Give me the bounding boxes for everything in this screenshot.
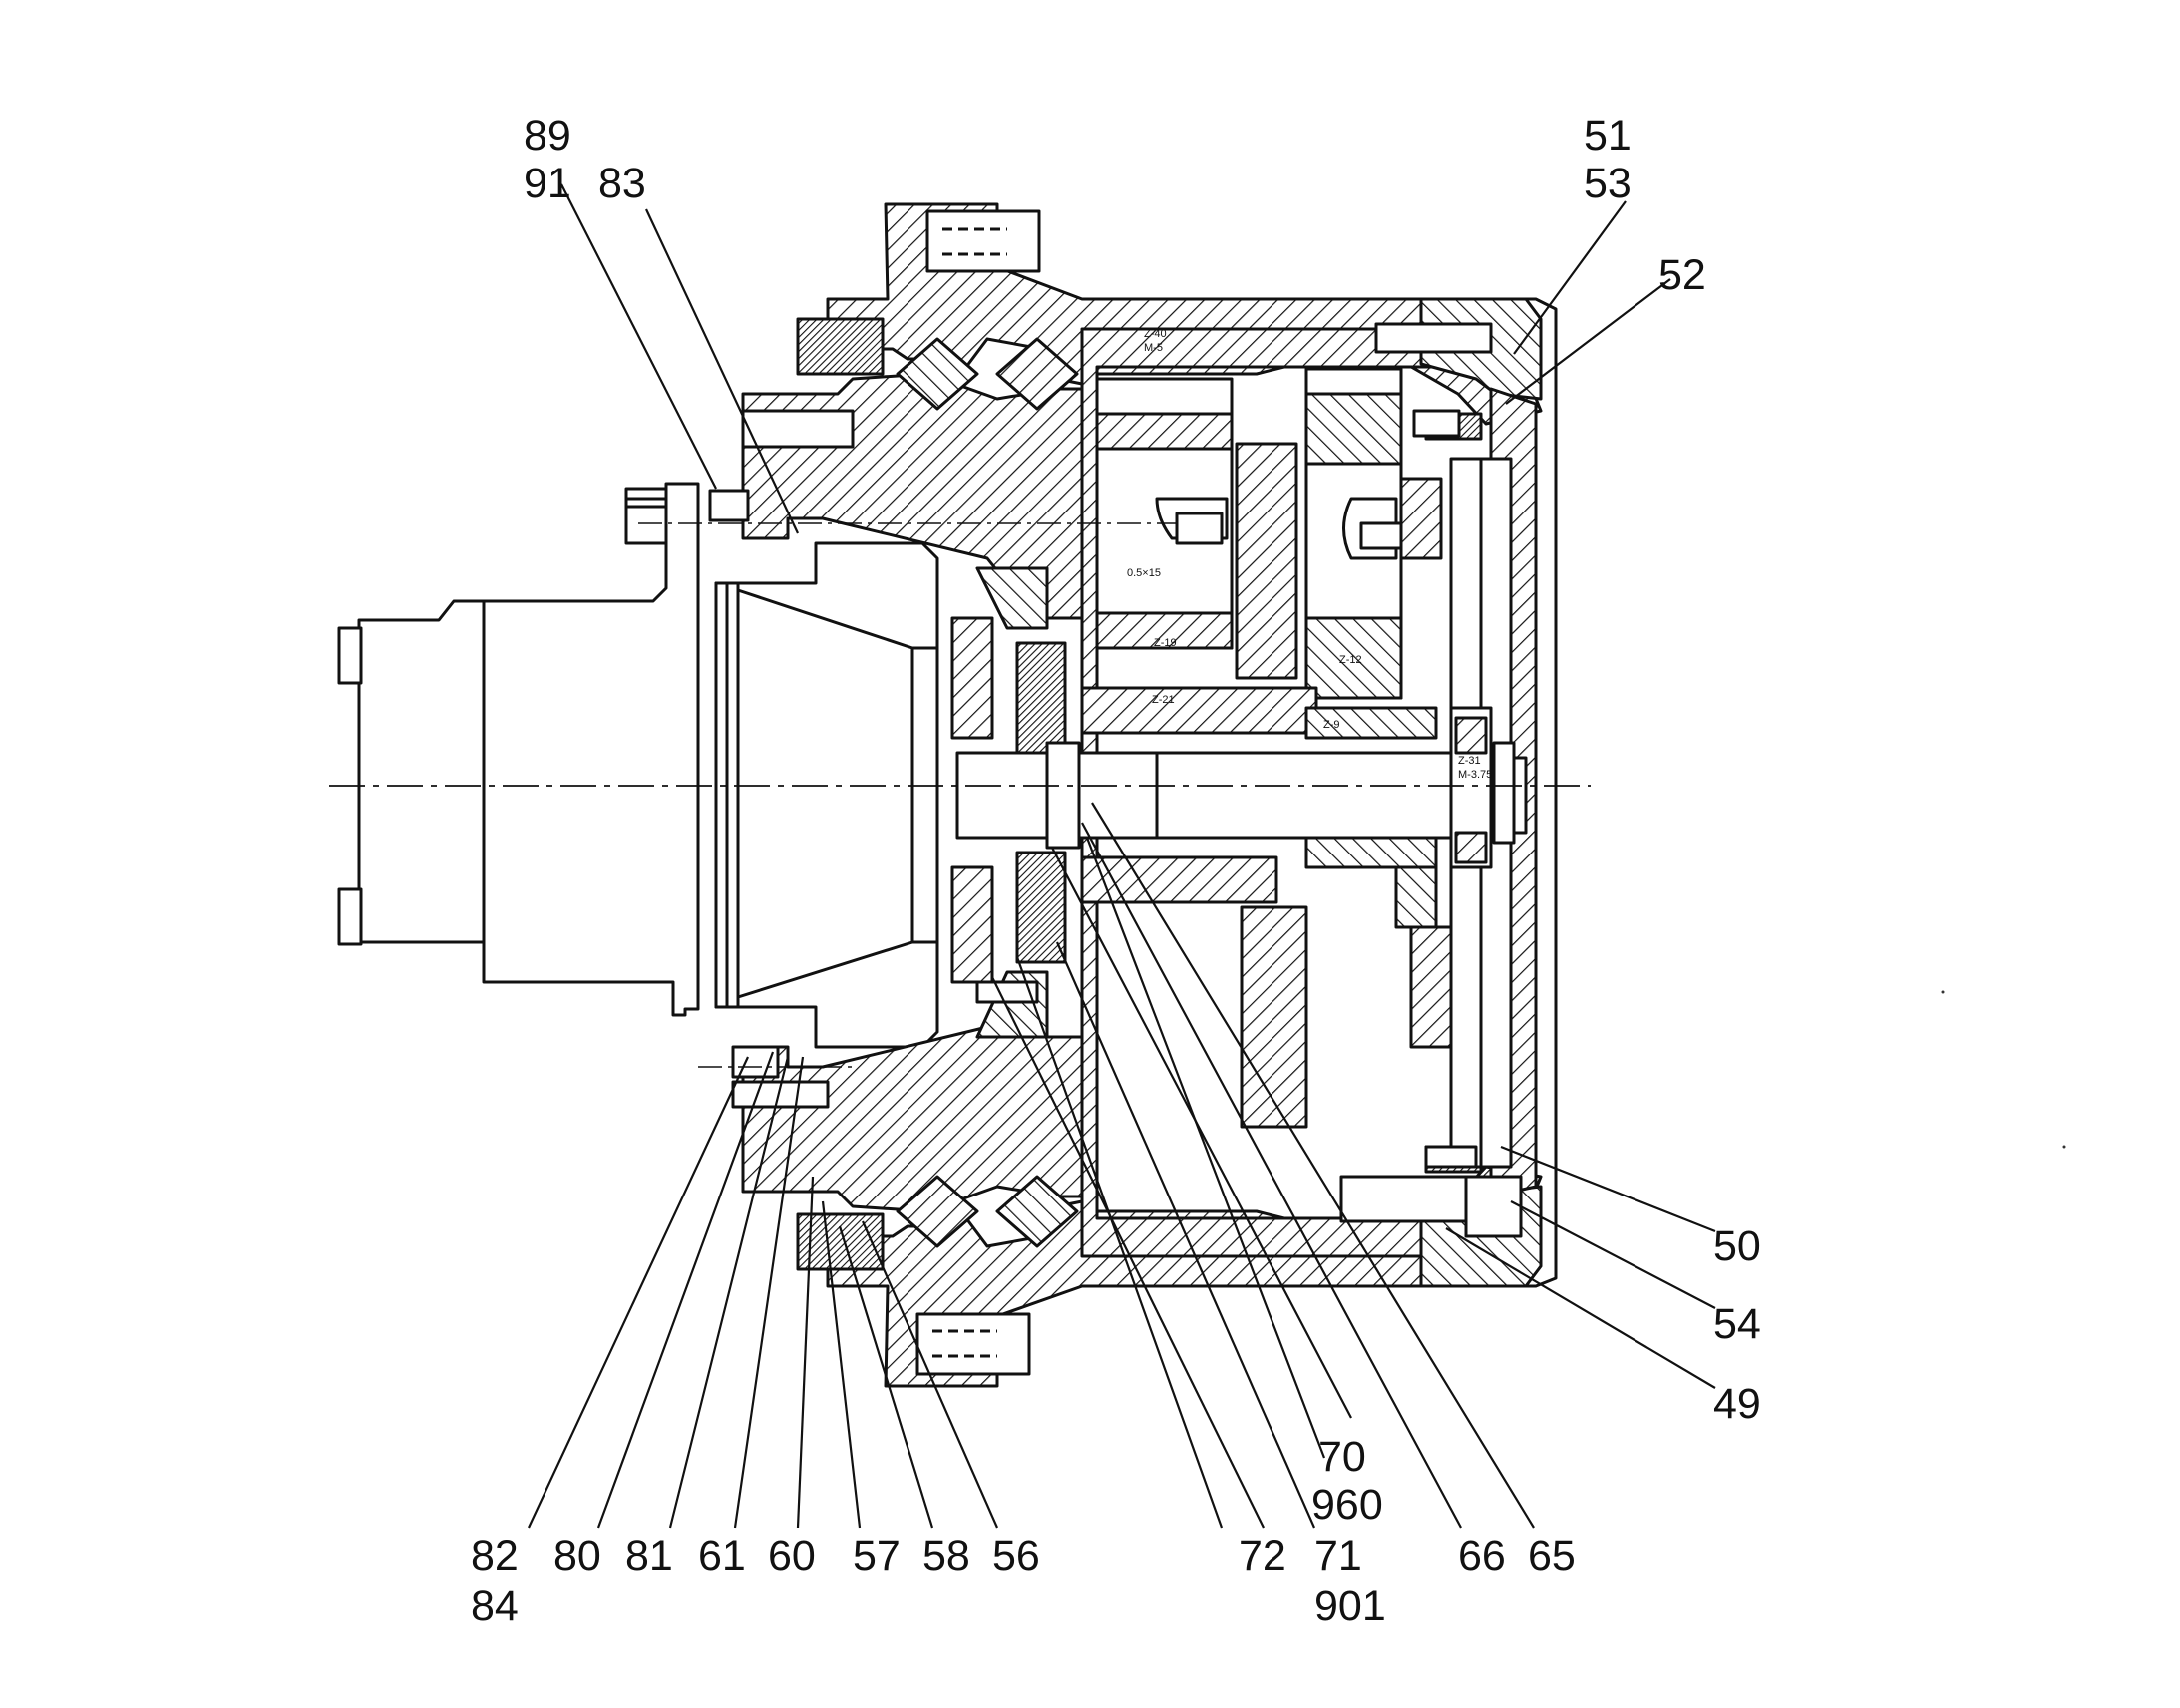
planet-stage [1080,367,1453,1129]
mark-z21: Z-21 [1152,694,1175,706]
label-61: 61 [698,1533,746,1580]
label-84: 84 [471,1582,519,1630]
label-901: 901 [1314,1582,1386,1630]
label-52: 52 [1658,251,1706,299]
label-65: 65 [1528,1533,1576,1580]
mark-z40: Z-40 [1144,328,1167,340]
mark-fit: 0.5×15 [1127,567,1161,579]
mark-z9: Z-9 [1323,719,1340,731]
mark-z19: Z-19 [1154,637,1177,649]
label-57: 57 [853,1533,901,1580]
label-66: 66 [1458,1533,1506,1580]
label-51: 51 [1584,112,1632,160]
label-82: 82 [471,1533,519,1580]
label-53: 53 [1584,160,1632,207]
main-bearings [796,317,1079,1271]
scan-speck [2062,1145,2066,1149]
mark-z12: Z-12 [1339,654,1362,666]
label-89: 89 [524,112,571,160]
mark-m375: M-3.75 [1458,769,1492,781]
label-50: 50 [1713,1222,1761,1270]
part-labels: 89 91 83 51 53 52 50 54 49 70 960 82 84 … [471,112,1761,1630]
label-60: 60 [768,1533,816,1580]
label-83: 83 [598,160,646,207]
label-54: 54 [1713,1300,1761,1348]
label-960: 960 [1311,1481,1383,1529]
label-49: 49 [1713,1380,1761,1428]
label-91: 91 [524,160,571,207]
motor-housing [337,482,700,1017]
section-geometry [329,202,1591,1388]
label-72: 72 [1239,1533,1286,1580]
label-80: 80 [553,1533,601,1580]
scan-speck [1941,990,1945,994]
mark-m5: M-5 [1144,342,1163,354]
leader-lines [528,183,1716,1529]
input-cone [714,541,939,1049]
label-56: 56 [992,1533,1040,1580]
label-70: 70 [1318,1433,1366,1481]
mark-z31: Z-31 [1458,755,1481,767]
label-58: 58 [922,1533,970,1580]
label-81: 81 [625,1533,673,1580]
inner-marks: Z-40 M-5 0.5×15 Z-19 Z-21 Z-12 Z-9 Z-31 … [1127,328,1492,781]
central-shaft [955,706,1516,869]
label-71: 71 [1314,1533,1362,1580]
